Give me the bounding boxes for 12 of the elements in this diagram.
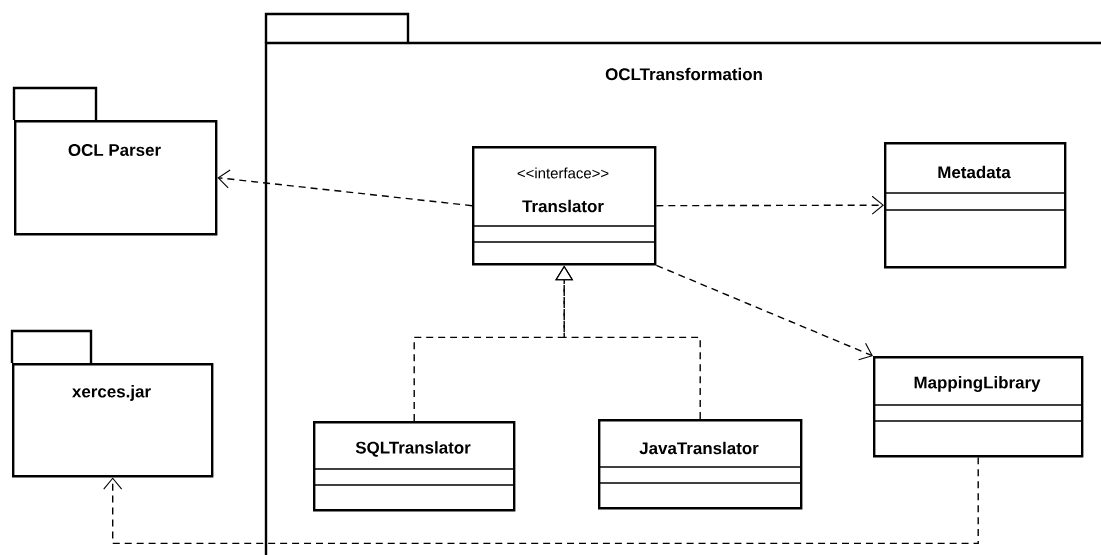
realization-arrow <box>555 265 701 420</box>
dependency-arrow <box>655 195 884 215</box>
package-box: OCL Parser <box>12 86 218 236</box>
class-box: Metadata <box>883 142 1067 269</box>
dependency-arrow <box>103 456 979 545</box>
class-box: <<interface>> Translator <box>471 146 657 266</box>
dependency-arrow <box>655 264 873 361</box>
class-box: JavaTranslator <box>597 419 803 510</box>
package-box: xerces.jar <box>10 329 214 478</box>
dependency-arrow <box>217 169 473 207</box>
class-box: SQLTranslator <box>312 421 516 512</box>
class-box: MappingLibrary <box>872 356 1084 458</box>
